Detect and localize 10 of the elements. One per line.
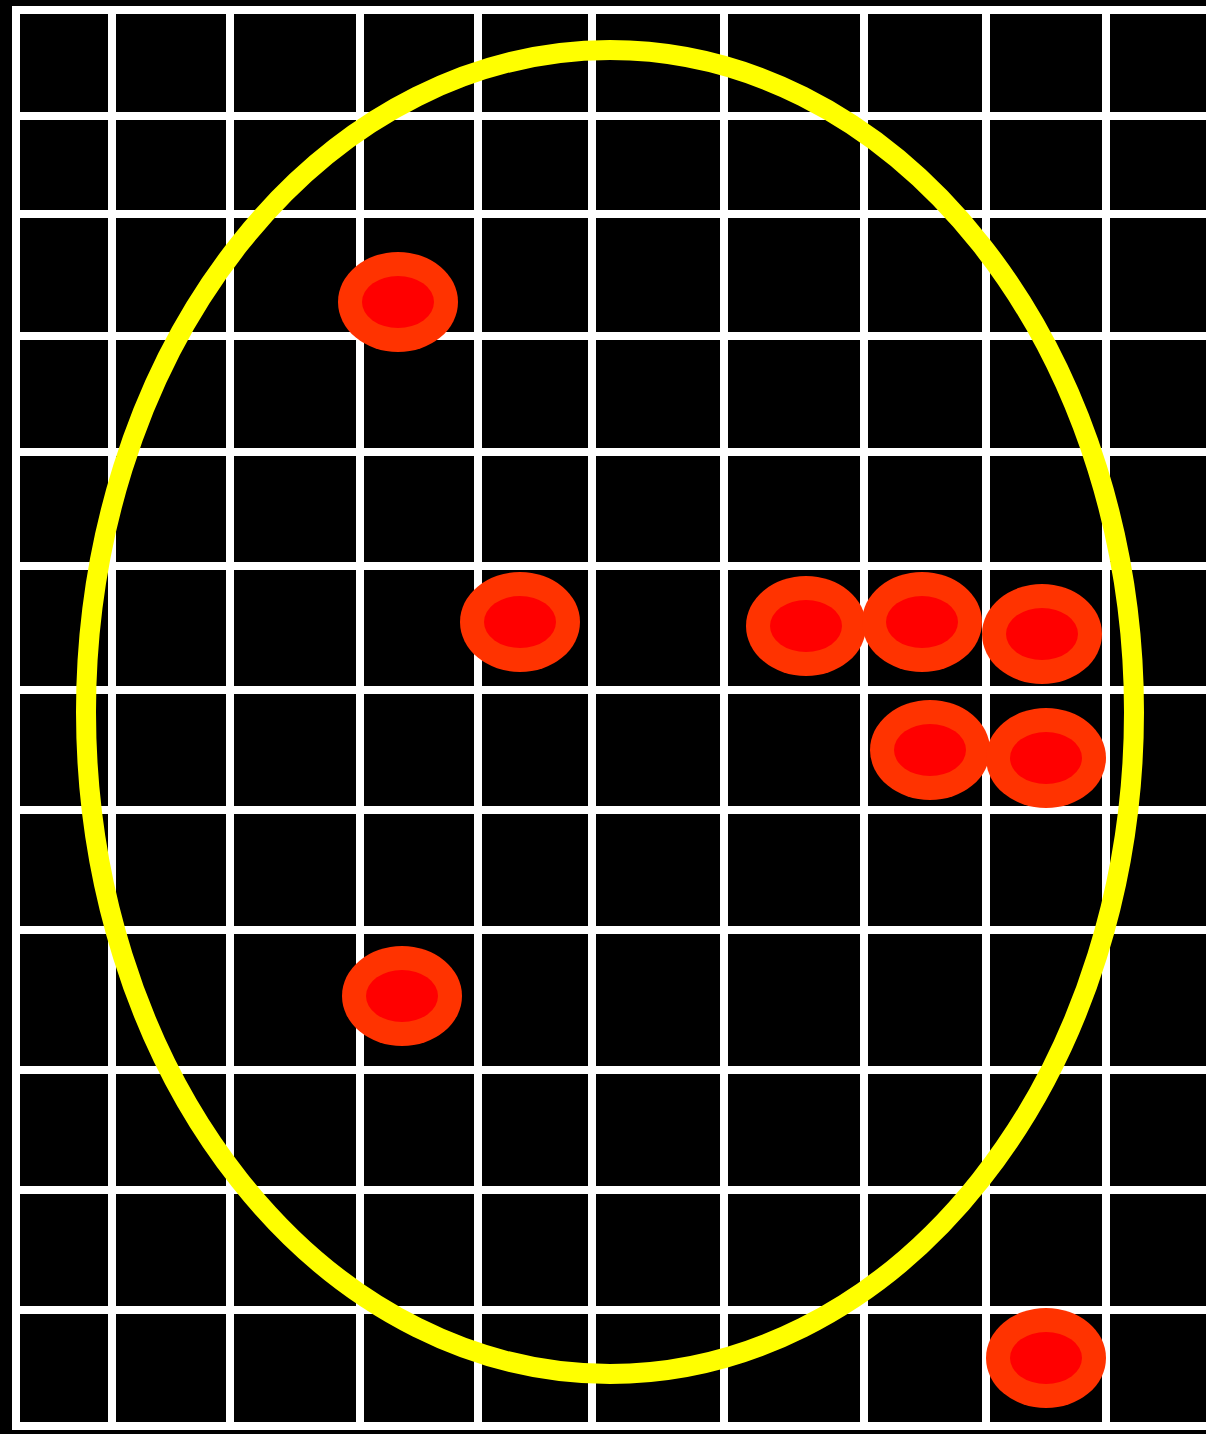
ellipse-outline (76, 40, 1144, 1384)
dot (986, 1308, 1106, 1408)
dot (870, 700, 990, 800)
dot (862, 572, 982, 672)
dot (460, 572, 580, 672)
dot (982, 584, 1102, 684)
dot (342, 946, 462, 1046)
dot (746, 576, 866, 676)
dot (986, 708, 1106, 808)
dot (338, 252, 458, 352)
